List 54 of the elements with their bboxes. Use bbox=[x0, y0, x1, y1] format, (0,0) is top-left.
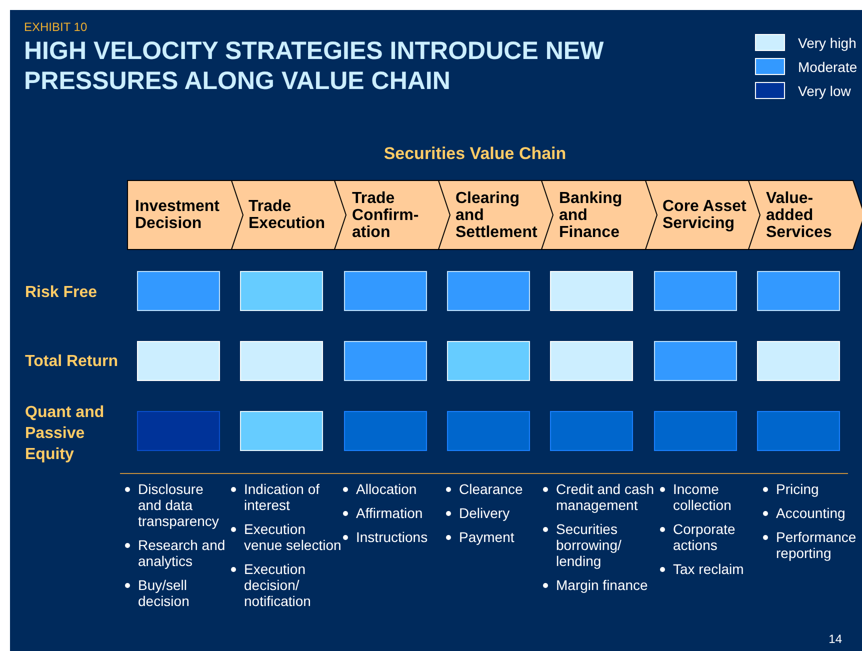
rating-cell bbox=[446, 411, 530, 451]
rating-cell bbox=[654, 411, 736, 451]
bullet-item: Affirmation bbox=[340, 505, 446, 521]
bullet-item: Pricing bbox=[760, 481, 862, 497]
bullet-item: Instructions bbox=[340, 529, 446, 545]
bullet-item: Performance reporting bbox=[760, 529, 862, 561]
bullet-item: Execution decision/ notification bbox=[228, 561, 346, 609]
rating-cell bbox=[756, 341, 840, 381]
bullet-item: Tax reclaim bbox=[657, 561, 749, 577]
step-label: Core Asset Servicing bbox=[662, 197, 746, 234]
chevron-step bbox=[127, 180, 244, 250]
rating-cell bbox=[654, 271, 736, 311]
rating-cell bbox=[240, 341, 324, 381]
exhibit-number: EXHIBIT 10 bbox=[24, 20, 88, 34]
rating-cell bbox=[137, 271, 220, 311]
rating-cell bbox=[446, 341, 530, 381]
step-label: Trade Execution bbox=[248, 197, 326, 234]
rating-cell bbox=[344, 271, 427, 311]
rating-cell bbox=[344, 411, 427, 451]
rating-cell bbox=[240, 271, 324, 311]
rating-cell bbox=[550, 271, 634, 311]
slide-title: HIGH VELOCITY STRATEGIES INTRODUCE NEW PRESSURES ALONG VALUE CHAIN bbox=[24, 36, 605, 96]
legend-label: Moderate bbox=[798, 59, 858, 75]
bullet-item: Disclosure and data transparency bbox=[122, 481, 230, 529]
rating-cell bbox=[756, 271, 840, 311]
step-label: Trade Confirm- ation bbox=[352, 188, 420, 242]
page-number: 14 bbox=[828, 632, 842, 646]
step-label: Investment Decision bbox=[135, 197, 220, 234]
legend-label: Very high bbox=[798, 35, 856, 51]
row-label: Total Return bbox=[25, 352, 120, 372]
rating-cell bbox=[550, 411, 634, 451]
step-label: Clearing and Settlement bbox=[456, 188, 538, 242]
section-heading: Securities Value Chain bbox=[382, 144, 568, 164]
legend-label: Very low bbox=[798, 83, 851, 99]
rating-cell bbox=[654, 341, 736, 381]
chevron-step bbox=[748, 180, 862, 250]
bullet-item: Income collection bbox=[657, 481, 749, 513]
rating-cell bbox=[137, 411, 220, 451]
rating-cell bbox=[550, 341, 634, 381]
bullet-item: Allocation bbox=[340, 481, 446, 497]
step-label: Value- added Services bbox=[766, 188, 833, 242]
step-label: Banking and Finance bbox=[559, 188, 624, 242]
rating-cell bbox=[344, 341, 427, 381]
bullet-item: Accounting bbox=[760, 505, 862, 521]
bullet-item: Buy/sell decision bbox=[122, 577, 230, 609]
row-label: Quant and Passive Equity bbox=[25, 403, 106, 465]
bullet-item: Corporate actions bbox=[657, 521, 749, 553]
bullet-item: Margin finance bbox=[540, 577, 660, 593]
rating-cell bbox=[240, 411, 324, 451]
bullet-item: Research and analytics bbox=[122, 537, 230, 569]
row-label: Risk Free bbox=[25, 283, 98, 303]
rating-cell bbox=[446, 271, 530, 311]
rating-cell bbox=[137, 341, 220, 381]
rating-cell bbox=[756, 411, 840, 451]
